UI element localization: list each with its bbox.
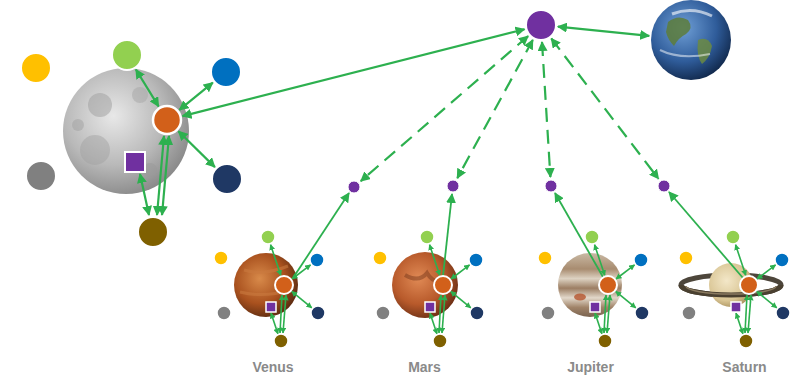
planet-name: Venus bbox=[252, 359, 293, 375]
planet-name: Mars bbox=[408, 359, 441, 375]
planet-node: Venus bbox=[250, 358, 296, 376]
planet-node: Saturn bbox=[720, 358, 769, 376]
planet-node: Jupiter bbox=[565, 358, 616, 376]
planet-node: Mars bbox=[406, 358, 443, 376]
planet-name: Jupiter bbox=[567, 359, 614, 375]
planet-name: Saturn bbox=[722, 359, 766, 375]
